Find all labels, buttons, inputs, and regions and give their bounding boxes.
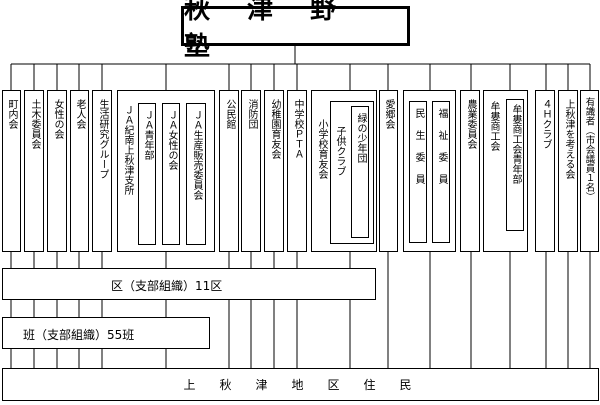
org-josei: 女性の会: [47, 90, 67, 252]
org-label: 公民館: [224, 99, 235, 129]
org-label: 生活研究グループ: [97, 99, 108, 179]
org-label: ４Ｈクラブ: [540, 99, 551, 149]
org-label: 消防団: [246, 99, 257, 129]
org-label: 民生委員: [413, 108, 424, 196]
org-shobodan: 消防団: [241, 90, 261, 252]
org-label: 町内会: [6, 99, 17, 129]
org-yushiki: 有識者（市会議員１名）: [580, 90, 599, 252]
org-label: 農業委員会: [465, 99, 476, 149]
org-nogyo: 農業委員会: [460, 90, 480, 252]
org-aikyo: 愛郷会: [379, 90, 398, 252]
title-box: 秋 津 野 塾: [181, 0, 410, 62]
org-label: 緑の少年団: [355, 113, 366, 163]
org-label: ＪＡ青年部: [142, 110, 153, 160]
org-muro-seinen: 牟婁商工会青年部: [506, 99, 524, 231]
org-label: 牟婁商工会青年部: [510, 104, 521, 184]
org-group-ja: ＪＡ紀南上秋津支所 ＪＡ青年部 ＪＡ女性の会 ＪＡ生産販売委員会: [117, 90, 215, 252]
ku-label: 区（支部組織）11区: [111, 279, 223, 293]
title-text: 秋 津 野 塾: [184, 0, 351, 62]
org-label: 福祉委員: [436, 108, 447, 196]
org-label: 子供クラブ: [334, 126, 345, 176]
org-label: ＪＡ女性の会: [166, 110, 177, 170]
org-group-muro: 牟婁商工会 牟婁商工会青年部: [483, 90, 528, 252]
han-box: 班（支部組織）55班: [2, 317, 210, 349]
org-label: 小学校育友会: [316, 119, 327, 179]
org-chugakko: 中学校ＰＴＡ: [287, 90, 307, 252]
org-label: 牟婁商工会: [488, 101, 499, 151]
org-minsei: 民生委員: [409, 101, 427, 243]
org-label: 有識者（市会議員１名）: [583, 97, 595, 202]
org-label: 上秋津を考える会: [563, 99, 574, 179]
org-label: 老人会: [74, 99, 85, 129]
org-chonaikai: 町内会: [2, 90, 21, 252]
org-rojin: 老人会: [70, 90, 89, 252]
org-fukushi: 福祉委員: [432, 101, 450, 243]
org-yochien: 幼稚園育友会: [264, 90, 284, 252]
org-ja-josei: ＪＡ女性の会: [162, 103, 180, 245]
org-ja-seisan: ＪＡ生産販売委員会: [186, 103, 206, 245]
org-4h: ４Ｈクラブ: [535, 90, 555, 252]
org-label: 土木委員会: [29, 99, 40, 149]
han-label: 班（支部組織）55班: [23, 328, 135, 342]
org-label: 愛郷会: [383, 99, 394, 129]
org-group-school: 小学校育友会 子供クラブ 緑の少年団: [311, 90, 377, 252]
org-kominkan: 公民館: [219, 90, 239, 252]
org-group-welfare: 民生委員 福祉委員: [403, 90, 456, 252]
org-label: 中学校ＰＴＡ: [292, 99, 303, 159]
org-label: ＪＡ生産販売委員会: [191, 110, 202, 200]
ku-box: 区（支部組織）11区: [2, 268, 376, 300]
org-label: 幼稚園育友会: [269, 99, 280, 159]
org-ja-seinen: ＪＡ青年部: [138, 103, 156, 245]
org-doboku: 土木委員会: [24, 90, 44, 252]
org-group-kodomo: 子供クラブ 緑の少年団: [330, 101, 374, 244]
org-kangaeru: 上秋津を考える会: [558, 90, 578, 252]
residents-label: 上 秋 津 地 区 住 民: [183, 378, 418, 392]
residents-box: 上 秋 津 地 区 住 民: [2, 368, 599, 401]
org-label: 女性の会: [52, 99, 63, 139]
org-midori: 緑の少年団: [351, 106, 369, 238]
org-label: ＪＡ紀南上秋津支所: [122, 105, 133, 195]
org-seikatsu: 生活研究グループ: [92, 90, 112, 252]
